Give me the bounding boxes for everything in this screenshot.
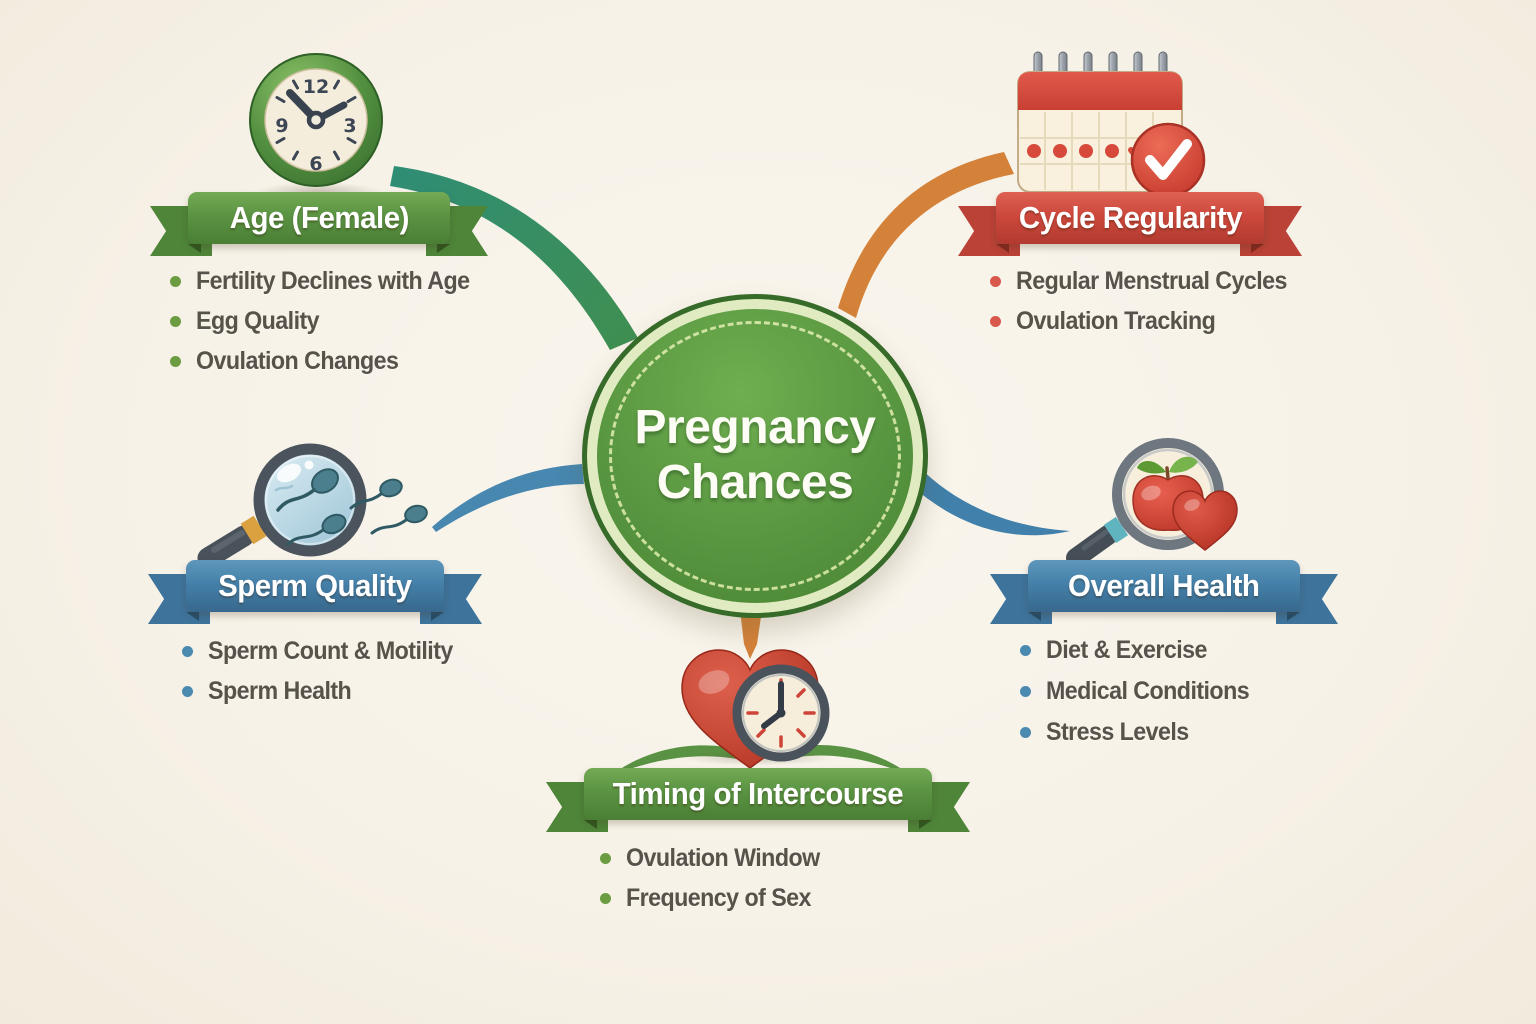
ribbon-age-label: Age (Female) — [229, 200, 409, 235]
bullet-dot — [170, 355, 181, 367]
list-item: Stress Levels — [1020, 718, 1264, 746]
bullet-dot — [170, 275, 181, 287]
ribbon-cycle: Cycle Regularity — [958, 192, 1302, 258]
magnifier-health-icon — [1066, 438, 1238, 568]
center-title-line1: Pregnancy — [634, 401, 876, 455]
ribbon-fold — [1287, 612, 1300, 621]
ribbon-fold — [188, 244, 201, 253]
list-item: Medical Conditions — [1020, 677, 1264, 705]
list-item: Egg Quality — [170, 307, 490, 335]
list-item: Frequency of Sex — [600, 884, 834, 912]
ribbon-timing-label: Timing of Intercourse — [612, 776, 904, 811]
ribbon-fold — [1028, 612, 1041, 621]
list-item: Ovulation Changes — [170, 347, 490, 375]
age-item-list: Fertility Declines with Age Egg Quality … — [170, 267, 490, 375]
sperm-item-list: Sperm Count & Motility Sperm Health — [182, 637, 471, 705]
list-item: Regular Menstrual Cycles — [990, 267, 1307, 295]
clock-number-3: 3 — [343, 115, 356, 137]
bullet-dot — [170, 315, 181, 327]
bullet-dot — [600, 892, 611, 904]
ribbon-fold — [431, 612, 444, 621]
bullet-dot — [182, 645, 193, 657]
ribbon-timing: Timing of Intercourse — [546, 768, 970, 834]
bullet-dot — [182, 685, 193, 697]
ribbon-health-label: Overall Health — [1068, 568, 1260, 603]
heart-clock-icon — [681, 649, 830, 769]
list-item: Ovulation Tracking — [990, 307, 1307, 335]
ribbon-sperm-label: Sperm Quality — [218, 568, 412, 603]
clock-icon: 12 3 6 9 — [249, 53, 383, 187]
bullet-dot — [1020, 726, 1031, 738]
calendar-check-badge — [1130, 122, 1206, 198]
connector-sperm — [432, 464, 584, 532]
clock-number-12: 12 — [303, 76, 329, 98]
ribbon-fold — [437, 244, 450, 253]
connector-health — [912, 466, 1070, 536]
bullet-dot — [990, 315, 1001, 327]
ribbon-health: Overall Health — [990, 560, 1338, 626]
clock-number-6: 6 — [309, 153, 322, 175]
heart-shape — [1172, 490, 1238, 551]
ribbon-sperm: Sperm Quality — [148, 560, 482, 626]
calendar-icon — [1017, 51, 1206, 198]
ribbon-age: Age (Female) — [150, 192, 488, 258]
ribbon-fold — [584, 820, 597, 829]
ribbon-cycle-label: Cycle Regularity — [1018, 200, 1242, 235]
timer-clock — [732, 664, 830, 762]
clock-number-9: 9 — [275, 115, 288, 137]
center-node: Pregnancy Chances — [582, 294, 928, 618]
ribbon-fold — [186, 612, 199, 621]
timing-item-list: Ovulation Window Frequency of Sex — [600, 844, 834, 912]
list-item: Sperm Health — [182, 677, 471, 705]
calendar-marked-days — [1027, 144, 1119, 158]
list-item: Fertility Declines with Age — [170, 267, 490, 295]
list-item: Diet & Exercise — [1020, 636, 1264, 664]
ribbon-fold — [996, 244, 1009, 253]
bullet-dot — [600, 852, 611, 864]
bullet-dot — [990, 275, 1001, 287]
list-item: Sperm Count & Motility — [182, 637, 471, 665]
ribbon-fold — [1251, 244, 1264, 253]
magnifier-sperm-icon — [197, 443, 428, 569]
center-dashed-ring — [609, 321, 901, 591]
bullet-dot — [1020, 644, 1031, 656]
center-title-line2: Chances — [656, 456, 854, 509]
center-title: Pregnancy Chances — [587, 299, 923, 613]
ribbon-fold — [919, 820, 932, 829]
list-item: Ovulation Window — [600, 844, 834, 872]
health-item-list: Diet & Exercise Medical Conditions Stres… — [1020, 636, 1264, 746]
sperm-cells — [276, 468, 428, 546]
cycle-item-list: Regular Menstrual Cycles Ovulation Track… — [990, 267, 1307, 335]
bullet-dot — [1020, 685, 1031, 697]
